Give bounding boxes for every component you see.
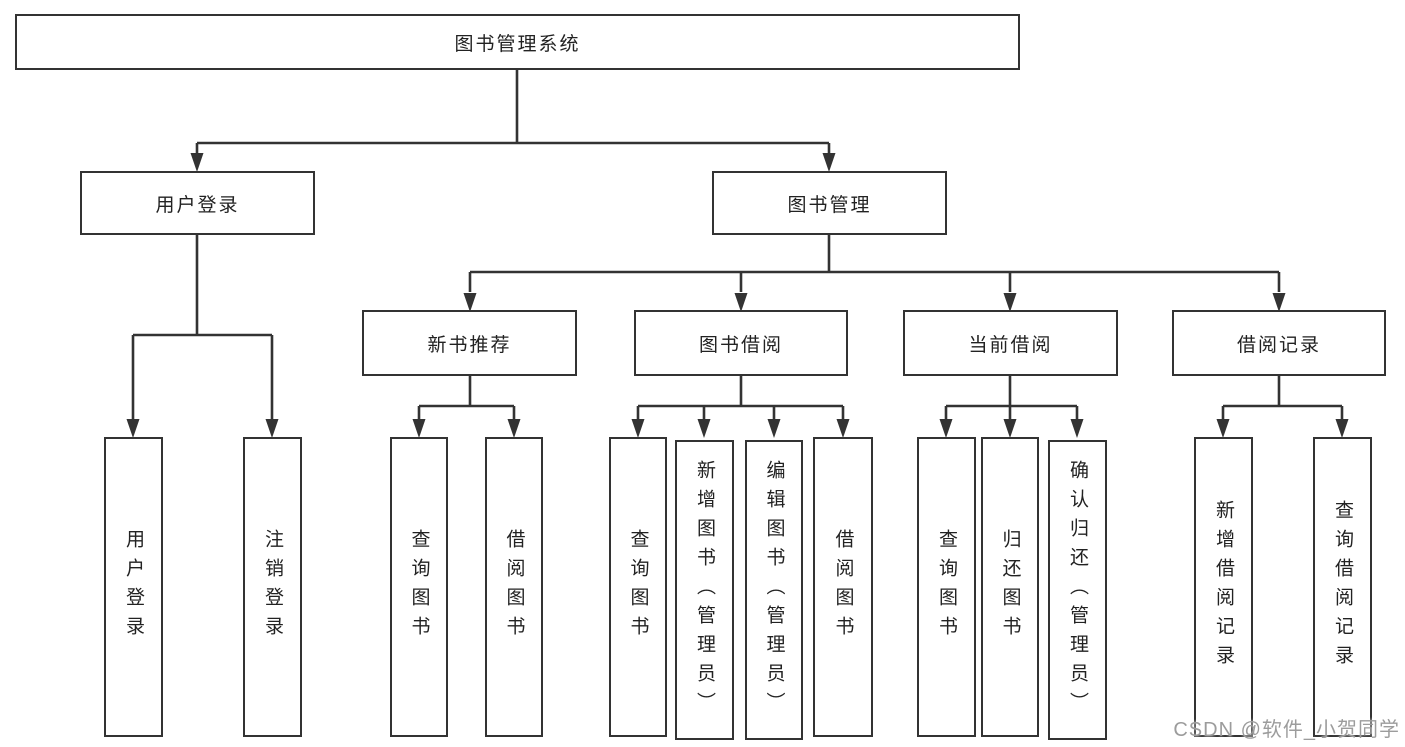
leaf-edit-books-admin: 编辑图书（管理员） bbox=[745, 440, 803, 740]
leaf-query-borrow-record: 查询借阅记录 bbox=[1313, 437, 1372, 737]
leaf-confirm-return-admin: 确认归还（管理员） bbox=[1048, 440, 1107, 740]
leaf-user-login: 用户登录 bbox=[104, 437, 163, 737]
leaf-borrow-books-1: 借阅图书 bbox=[485, 437, 543, 737]
node-new-book-recommend: 新书推荐 bbox=[362, 310, 577, 376]
leaf-label: 查询借阅记录 bbox=[1332, 500, 1353, 674]
leaf-query-books-3: 查询图书 bbox=[917, 437, 976, 737]
leaf-label: 新增借阅记录 bbox=[1213, 500, 1234, 674]
leaf-label: 用户登录 bbox=[123, 529, 144, 645]
csdn-watermark: CSDN @软件_小贺同学 bbox=[1173, 719, 1400, 741]
leaf-label: 归还图书 bbox=[999, 529, 1021, 645]
node-book-management-module: 图书管理 bbox=[712, 171, 947, 235]
leaf-logout: 注销登录 bbox=[243, 437, 302, 737]
node-library-system: 图书管理系统 bbox=[15, 14, 1020, 70]
leaf-label: 编辑图书（管理员） bbox=[763, 459, 785, 721]
leaf-label: 新增图书（管理员） bbox=[694, 459, 715, 721]
leaf-add-borrow-record: 新增借阅记录 bbox=[1194, 437, 1253, 737]
leaf-label: 查询图书 bbox=[627, 529, 649, 645]
node-current-borrow: 当前借阅 bbox=[903, 310, 1118, 376]
leaf-query-books-2: 查询图书 bbox=[609, 437, 667, 737]
leaf-query-books-1: 查询图书 bbox=[390, 437, 448, 737]
node-book-borrow: 图书借阅 bbox=[634, 310, 848, 376]
node-user-login-module: 用户登录 bbox=[80, 171, 315, 235]
leaf-label: 确认归还（管理员） bbox=[1067, 459, 1088, 721]
node-borrow-records: 借阅记录 bbox=[1172, 310, 1386, 376]
leaf-label: 查询图书 bbox=[408, 529, 430, 645]
leaf-return-books: 归还图书 bbox=[981, 437, 1039, 737]
leaf-label: 注销登录 bbox=[262, 529, 283, 645]
leaf-borrow-books-2: 借阅图书 bbox=[813, 437, 873, 737]
leaf-label: 借阅图书 bbox=[503, 529, 525, 645]
leaf-label: 查询图书 bbox=[936, 529, 957, 645]
leaf-add-books-admin: 新增图书（管理员） bbox=[675, 440, 734, 740]
leaf-label: 借阅图书 bbox=[832, 529, 854, 645]
